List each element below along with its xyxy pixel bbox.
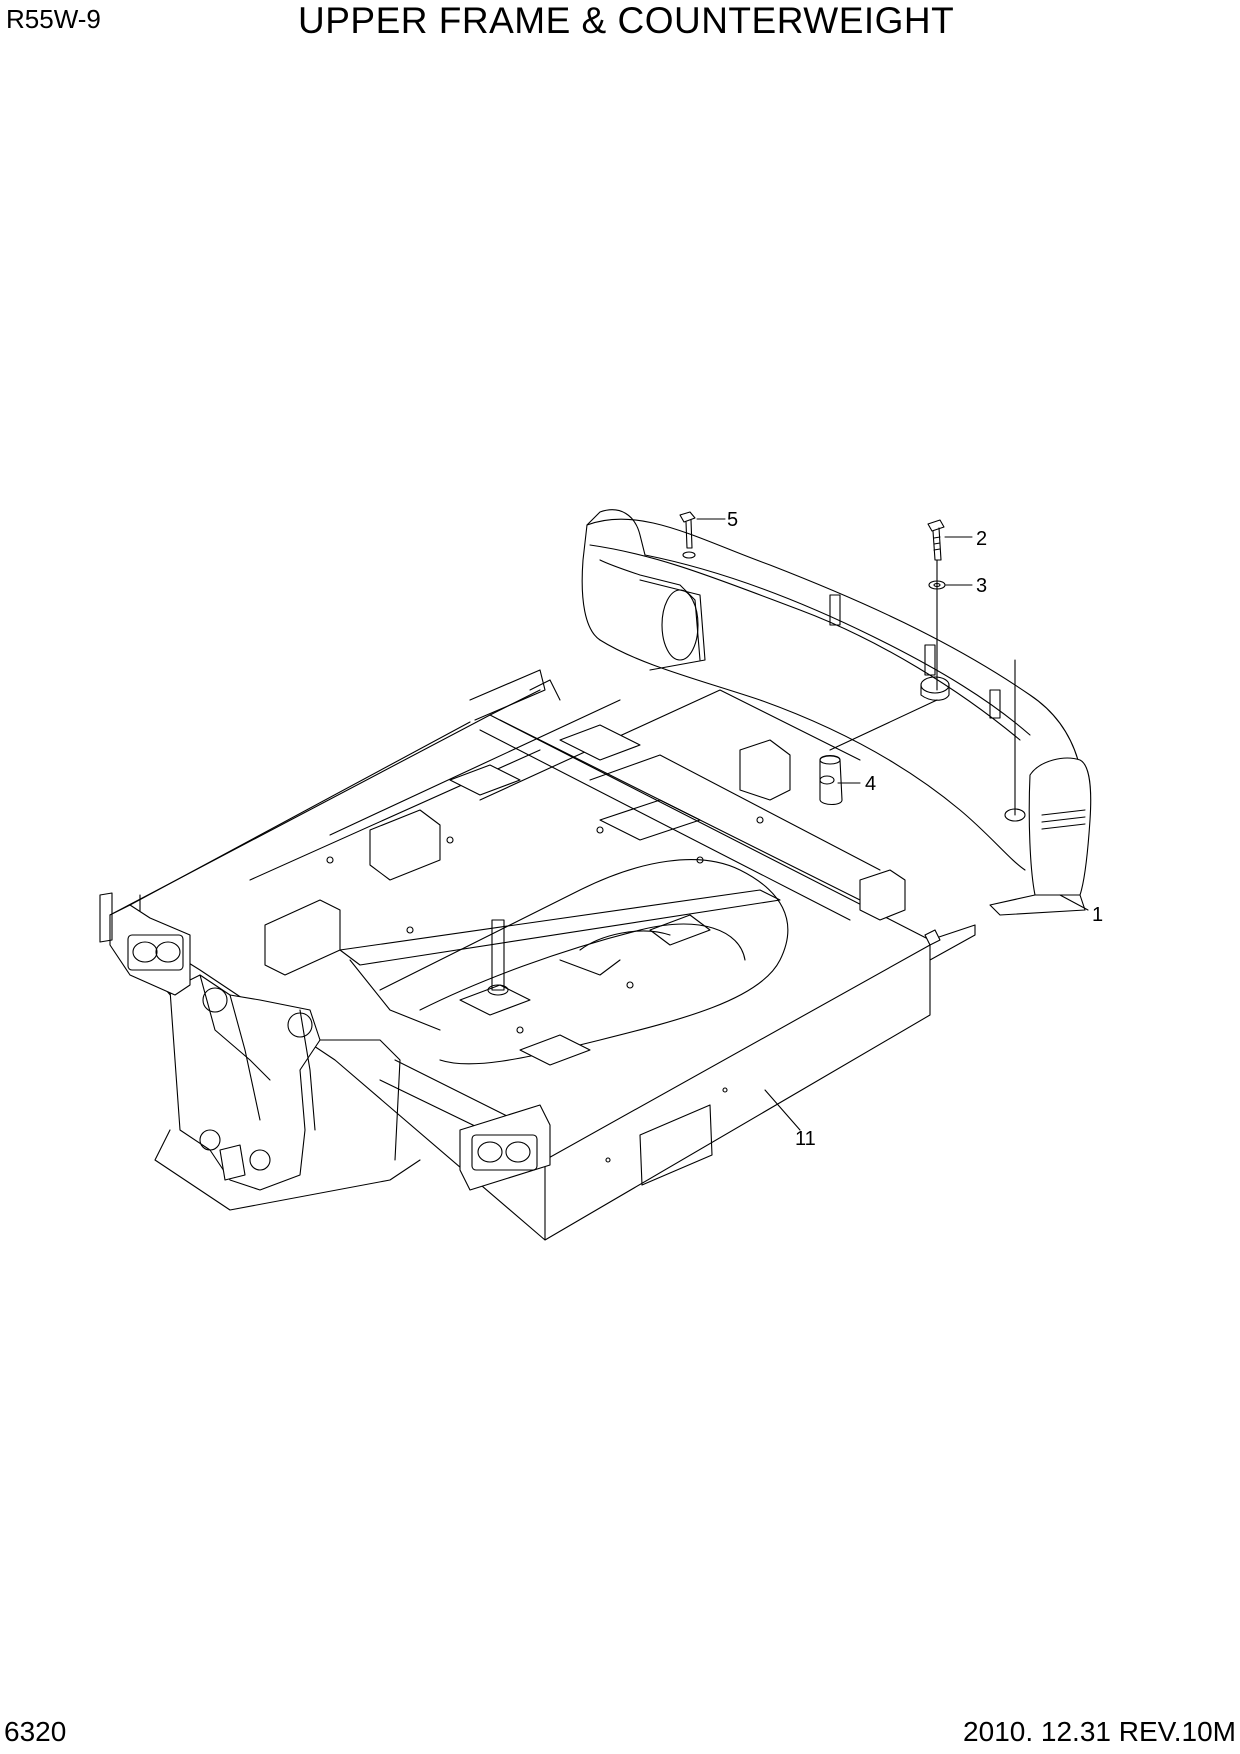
plug-part-5 <box>679 511 696 559</box>
leader-11 <box>764 1089 801 1131</box>
bushing-part-4 <box>819 754 843 806</box>
counterweight <box>581 509 1092 916</box>
page-number: 6320 <box>4 1716 67 1747</box>
upper-frame <box>99 669 976 1241</box>
page-title: UPPER FRAME & COUNTERWEIGHT <box>298 0 955 41</box>
callout-1: 1 <box>1092 904 1103 926</box>
revision-date: 2010. 12.31 REV.10M <box>963 1716 1236 1747</box>
callout-leaders <box>696 518 1089 1131</box>
callout-2: 2 <box>976 528 987 550</box>
callout-5: 5 <box>727 509 738 531</box>
callout-11: 11 <box>795 1128 816 1150</box>
leader-1 <box>1059 894 1089 911</box>
callout-4: 4 <box>865 773 876 795</box>
callout-3: 3 <box>976 575 987 597</box>
assembly-line-4 <box>829 699 938 751</box>
model-code: R55W-9 <box>6 4 101 34</box>
bolt-part-2 <box>927 519 945 561</box>
